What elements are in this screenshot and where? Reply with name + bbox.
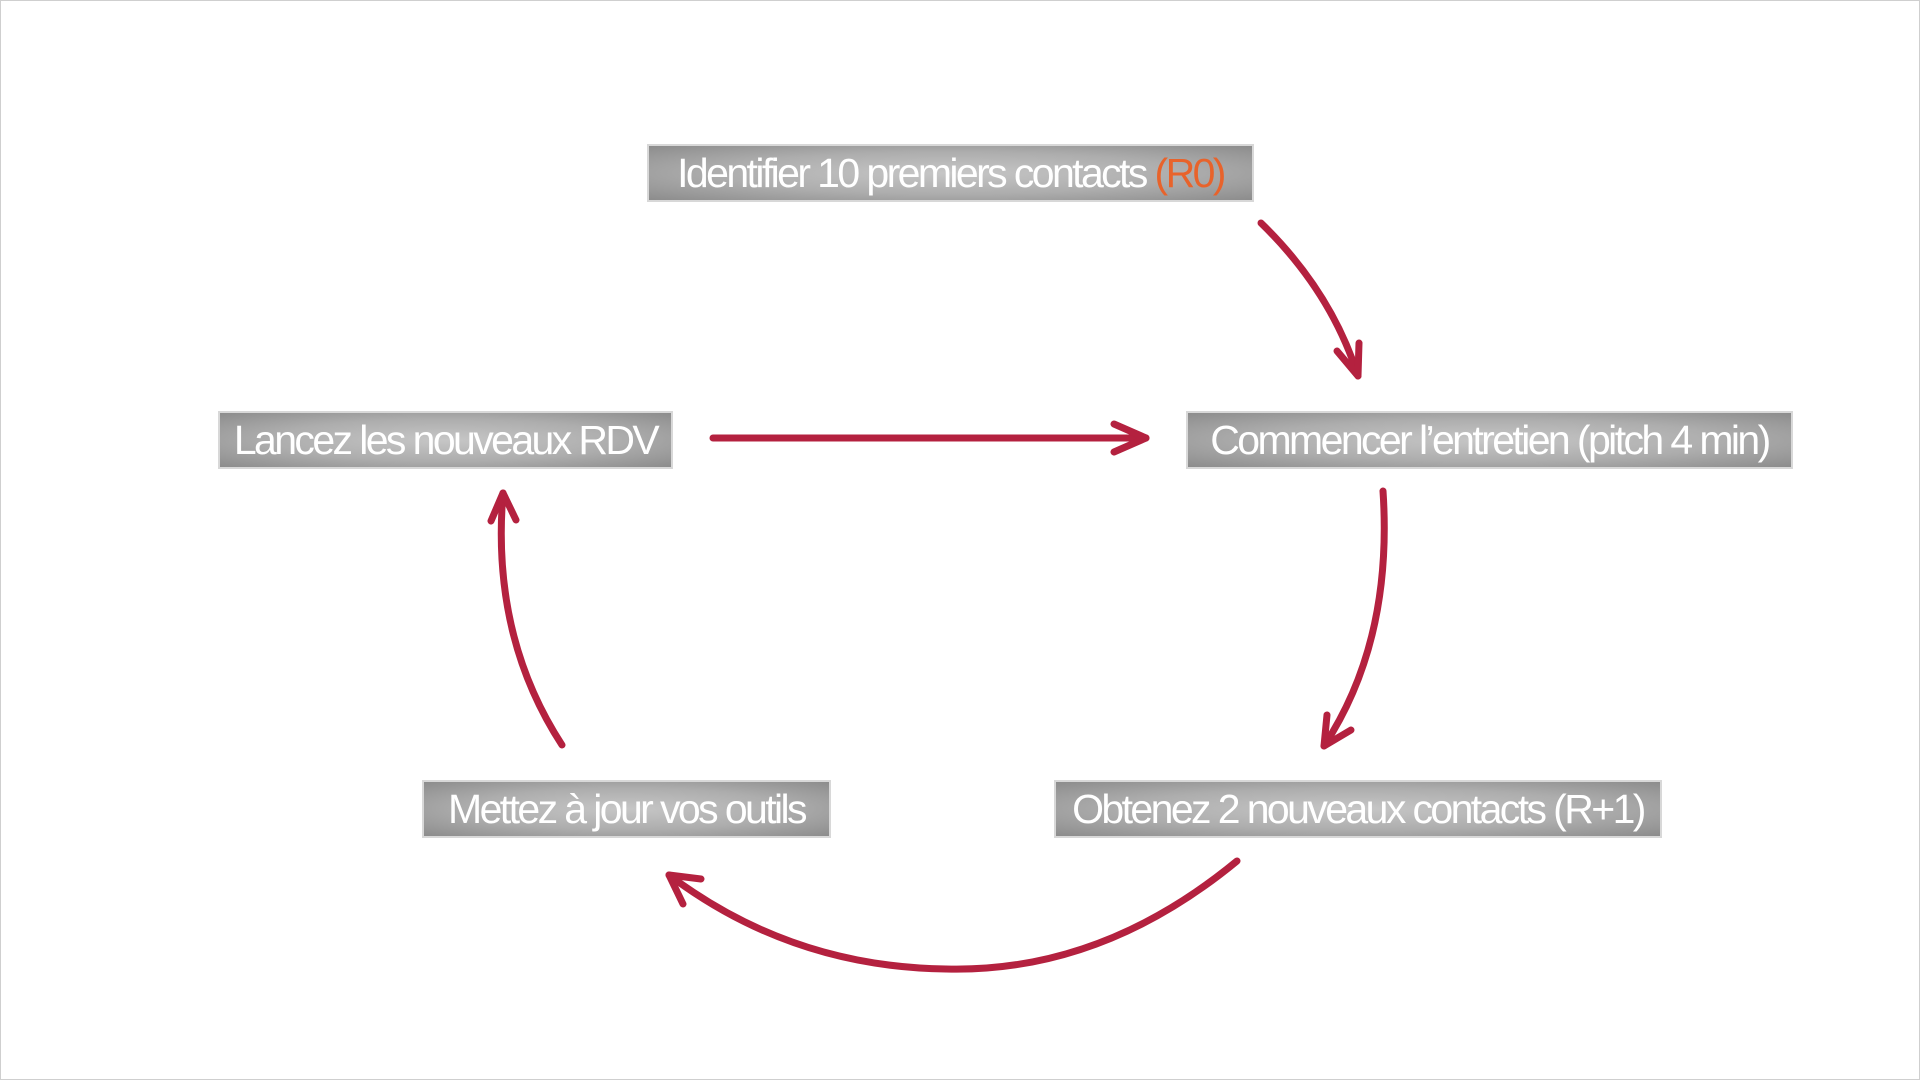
node-obtain-label: Obtenez 2 nouveaux contacts (R+1) <box>1072 786 1646 832</box>
node-update: Mettez à jour vos outils <box>422 780 831 838</box>
node-update-label: Mettez à jour vos outils <box>448 786 807 832</box>
arrow-start-to-obtain <box>1320 487 1388 750</box>
node-launch-label: Lancez les nouveaux RDV <box>233 417 660 463</box>
arrow-identify-to-start <box>1257 219 1363 380</box>
arrow-obtain-to-update <box>665 857 1241 973</box>
node-start-label: Commencer l’entretien (pitch 4 min) <box>1210 417 1771 463</box>
arrow-launch-to-start <box>709 420 1150 456</box>
node-start: Commencer l’entretien (pitch 4 min) <box>1186 411 1793 469</box>
arrow-update-to-launch <box>487 489 566 749</box>
node-obtain: Obtenez 2 nouveaux contacts (R+1) <box>1054 780 1662 838</box>
node-identify-label: Identifier 10 premiers contacts <box>677 150 1155 196</box>
node-launch: Lancez les nouveaux RDV <box>218 411 673 469</box>
node-identify-accent: (R0) <box>1154 150 1227 196</box>
node-identify: Identifier 10 premiers contacts (R0) <box>647 144 1254 202</box>
